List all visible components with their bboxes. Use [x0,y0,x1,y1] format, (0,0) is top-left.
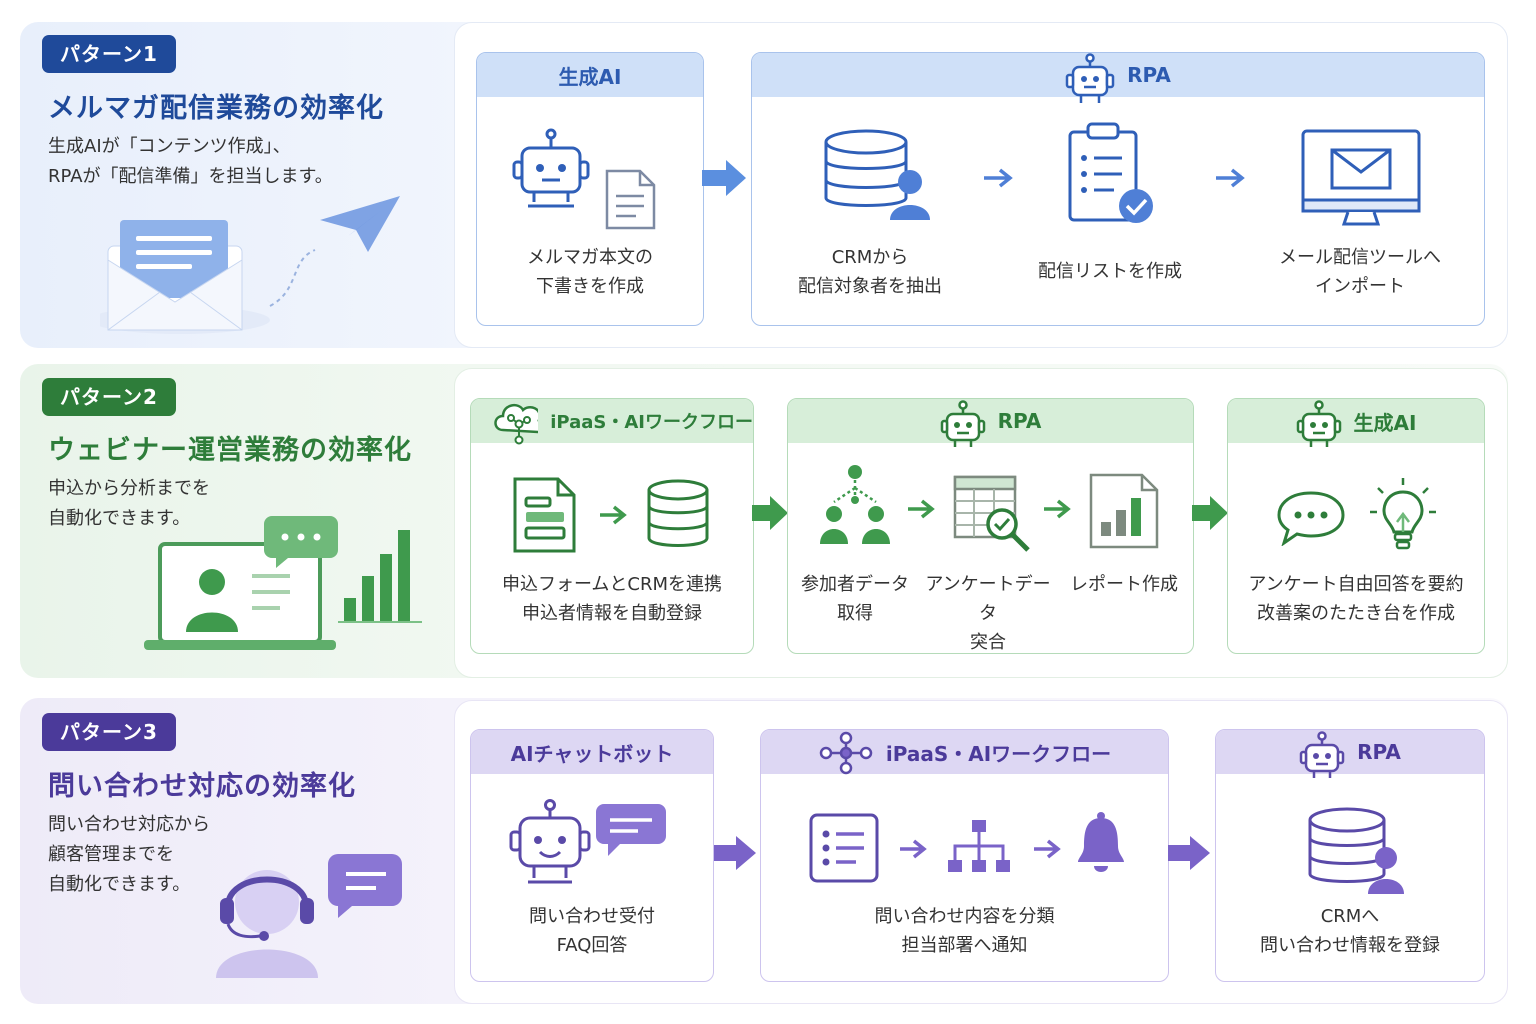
headset-operator-illustration [216,854,402,978]
step-caption: 申込フォームとCRMを連携 申込者情報を自動登録 [501,574,723,624]
pattern-3-badge: パターン3 [42,713,176,751]
box-header: 生成AI [477,53,703,97]
clipboard-check-icon [1068,122,1153,223]
pattern-2-badge: パターン2 [42,378,176,416]
flow-arrow [600,505,627,525]
database-user-icon [824,129,930,220]
pattern-1-description: 生成AIが「コンテンツ作成」、 RPAが「配信準備」を担当します。 [48,136,333,187]
pattern-2-title: ウェビナー運営業務の効率化 [48,435,412,466]
pattern-1-badge: パターン1 [42,35,176,73]
flow-arrow [1034,839,1061,859]
step-caption: 問い合わせ内容を分類 担当部署へ通知 [874,906,1055,956]
pattern-3-description: 問い合わせ対応から 顧客管理までを 自動化できます。 [48,814,210,895]
flow-arrow [908,499,935,519]
lightbulb-icon [1370,478,1436,550]
flow-arrow [900,839,927,859]
workflow-icon [819,731,873,775]
box-header: RPA [1357,740,1401,764]
ai-chatbot-box: AIチャットボット [470,729,714,982]
bell-icon [1078,812,1124,872]
robot-icon [1065,53,1115,103]
robot-icon [512,128,590,208]
step-caption: アンケート自由回答を要約 改善案のたたき台を作成 [1248,574,1464,624]
robot-icon [940,400,985,447]
step-caption: 問い合わせ受付 FAQ回答 [529,906,655,956]
flow-arrow [1168,836,1210,870]
org-chart-icon [948,820,1010,872]
box-header: AIチャットボット [471,730,713,774]
box-header: RPA [1127,63,1171,87]
speech-bubble-icon [1277,491,1345,546]
step-caption: CRMへ 問い合わせ情報を登録 [1260,906,1440,956]
people-network-icon [820,465,890,544]
step-caption: 配信リストを作成 [1038,261,1182,282]
step-caption: メール配信ツールへ インポート [1279,247,1441,297]
envelope-illustration [100,220,316,334]
step-caption: レポート作成 [1070,574,1178,595]
generative-ai-box: 生成AI [476,52,704,326]
list-icon [809,813,879,883]
rpa-box: RPA [1215,729,1485,982]
box-header: RPA [997,409,1042,433]
chatbot-icon [509,799,666,884]
flow-arrow [1216,168,1245,188]
box-header: iPaaS・AIワークフロー [885,741,1112,766]
step-caption: 参加者データ 取得 [801,574,909,624]
form-icon [513,477,576,553]
spreadsheet-search-icon [953,475,1030,552]
cloud-network-icon [494,403,539,445]
flow-arrow [702,160,746,196]
pattern-2-description: 申込から分析までを 自動化できます。 [48,478,210,529]
pattern-1-title: メルマガ配信業務の効率化 [48,93,384,124]
generative-ai-box: 生成AI [1227,398,1485,654]
step-caption: メルマガ本文の 下書きを作成 [527,247,653,297]
database-user-icon [1308,807,1404,894]
bar-chart-icon [1089,473,1159,549]
monitor-mail-icon [1301,129,1421,226]
box-header: 生成AI [1353,410,1417,435]
document-icon [605,169,656,230]
paper-plane-icon [320,196,400,252]
laptop-user-illustration [144,516,422,650]
flow-arrow [984,168,1013,188]
step-caption: CRMから 配信対象者を抽出 [798,247,942,297]
pattern-3-title: 問い合わせ対応の効率化 [48,771,356,802]
flow-arrow [714,836,756,870]
box-header: iPaaS・AIワークフロー [550,412,753,433]
flow-arrow [1192,496,1228,530]
step-caption: アンケートデータ 突合 [925,574,1051,653]
flow-arrow [1044,499,1071,519]
robot-icon [1296,400,1341,447]
robot-icon [1299,731,1345,778]
database-icon [647,479,709,547]
flow-arrow [752,496,788,530]
